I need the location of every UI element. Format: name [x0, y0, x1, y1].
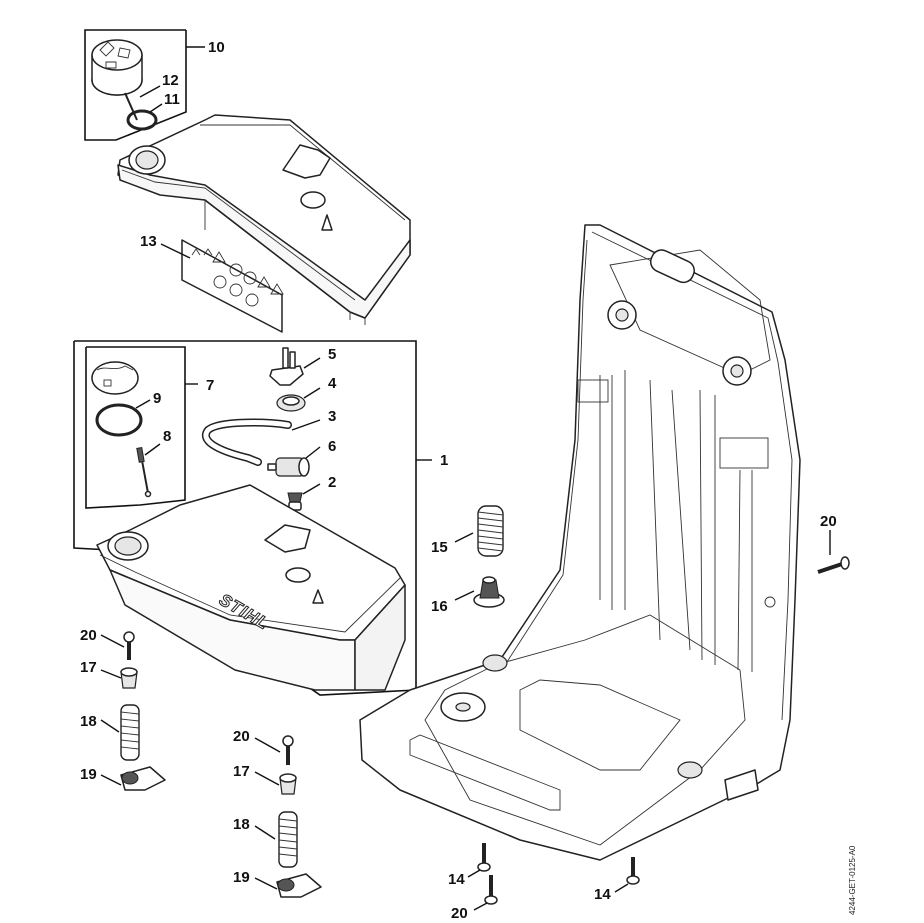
back-frame[interactable]	[359, 224, 801, 861]
callout-6: 6	[328, 438, 336, 455]
fuel-tank-icon[interactable]: STIHL	[96, 484, 406, 691]
callout-12: 12	[162, 72, 179, 89]
callout-20-a: 20	[80, 627, 97, 644]
fuel-hose-icon[interactable]	[202, 418, 292, 466]
screw-14-b-icon[interactable]	[626, 857, 640, 885]
screw-20-right-icon[interactable]	[817, 556, 850, 574]
callout-14-a: 14	[448, 871, 465, 888]
callout-2: 2	[328, 474, 336, 491]
callout-3: 3	[328, 408, 336, 425]
retaining-strap-icon[interactable]	[136, 447, 152, 498]
callout-7: 7	[206, 377, 214, 394]
filler-cap-icon[interactable]	[91, 361, 139, 395]
part-10-group	[84, 29, 205, 141]
callout-17-b: 17	[233, 763, 250, 780]
cap-o-ring-icon[interactable]	[126, 109, 158, 131]
callout-18-b: 18	[233, 816, 250, 833]
valve-icon[interactable]	[269, 347, 304, 386]
callout-1: 1	[440, 452, 448, 469]
group-frame-1	[73, 340, 417, 696]
buffer-16-icon[interactable]	[473, 576, 505, 608]
tank-cap-icon[interactable]	[91, 39, 143, 96]
callout-15: 15	[431, 539, 448, 556]
screw-20-d-icon[interactable]	[484, 875, 498, 905]
support-19-a-icon[interactable]	[120, 766, 166, 791]
callout-20-b: 20	[233, 728, 250, 745]
screw-20-b-icon[interactable]	[282, 735, 294, 765]
screw-14-a-icon[interactable]	[477, 843, 491, 872]
group-frame-10	[84, 29, 187, 141]
callout-13: 13	[140, 233, 157, 250]
callout-20-c: 20	[820, 513, 837, 530]
fuel-filter-icon[interactable]	[267, 457, 310, 477]
callout-8: 8	[163, 428, 171, 445]
screw-20-a-icon[interactable]	[123, 631, 135, 660]
upper-fuel-tank[interactable]	[117, 114, 411, 325]
sleeve-17-b-icon[interactable]	[279, 773, 297, 795]
callout-19-a: 19	[80, 766, 97, 783]
spring-18-a-icon[interactable]	[120, 704, 140, 761]
callout-4: 4	[328, 375, 337, 392]
spring-18-b-icon[interactable]	[278, 811, 298, 868]
grommet-icon[interactable]	[276, 394, 306, 412]
callout-19-b: 19	[233, 869, 250, 886]
o-ring-icon[interactable]	[95, 403, 143, 437]
sleeve-17-a-icon[interactable]	[120, 667, 138, 689]
drawing-code: 4244-GET-0125-A0	[848, 845, 857, 915]
spring-15-icon[interactable]	[477, 505, 504, 557]
callout-14-b: 14	[594, 886, 611, 903]
callout-10: 10	[208, 39, 225, 56]
callout-20-d: 20	[451, 905, 468, 922]
group-frame-7	[85, 346, 186, 509]
callout-17-a: 17	[80, 659, 97, 676]
cap-strap-icon[interactable]	[124, 92, 138, 121]
support-19-b-icon[interactable]	[276, 873, 322, 898]
callout-11: 11	[164, 91, 180, 108]
callout-18-a: 18	[80, 713, 97, 730]
callout-16: 16	[431, 598, 448, 615]
callout-9: 9	[153, 390, 161, 407]
callout-5: 5	[328, 346, 336, 363]
warning-label[interactable]	[160, 239, 284, 333]
